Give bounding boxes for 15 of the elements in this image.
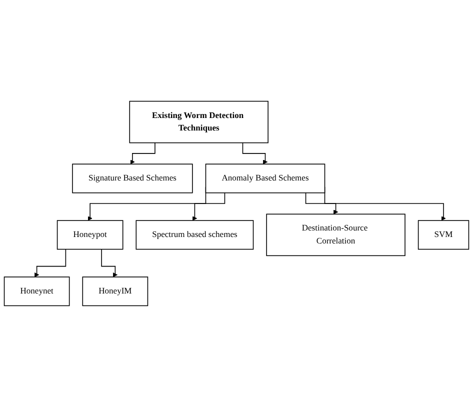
arrow [130,142,156,164]
node-box: Destination-Source Correlation [266,214,406,256]
arrow [34,248,66,278]
node-box: Anomaly Based Schemes [205,164,326,194]
node-box: SVM [418,220,470,250]
arrow [305,192,338,214]
arrow [242,142,268,164]
node-box: Honeynet [4,276,70,306]
arrow [101,248,118,278]
node-box: Spectrum based schemes [136,220,254,250]
node-box: Signature Based Schemes [72,164,193,194]
node-box: HoneyIM [82,276,148,306]
node-box: Existing Worm Detection Techniques [129,100,268,144]
node-box: Honeypot [56,220,124,250]
arrow [192,192,226,221]
